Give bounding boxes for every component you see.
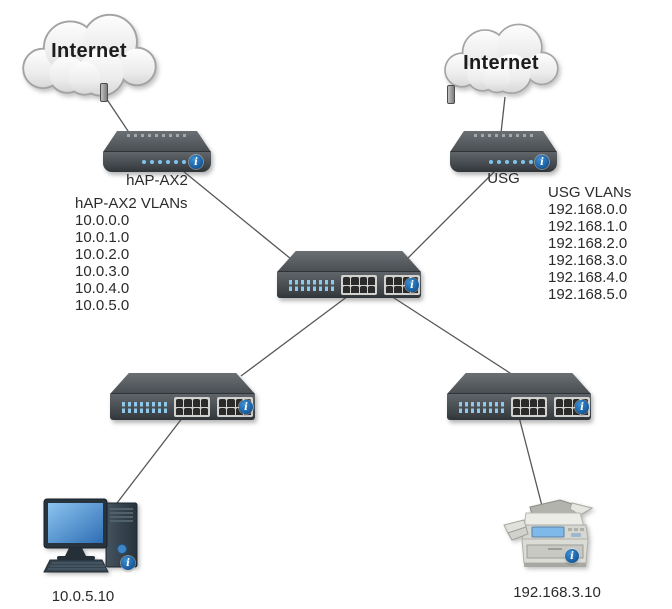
router-front-face: i <box>103 152 211 172</box>
internet-cloud-left[interactable]: Internet <box>16 12 162 106</box>
vlan-item: 192.168.4.0 <box>548 269 628 286</box>
router-top-face <box>450 131 557 152</box>
info-icon[interactable]: i <box>189 155 203 169</box>
link-usg-core-switch <box>406 170 496 260</box>
switch-front-face: i <box>110 394 255 420</box>
printer[interactable]: i <box>502 493 598 575</box>
switch-top-face <box>447 373 591 394</box>
cloud-label: Internet <box>51 40 127 62</box>
link-cloud-usg <box>500 96 506 134</box>
switch-access-right[interactable]: i <box>447 373 591 420</box>
vent-grille <box>473 134 534 137</box>
vlan-item: 192.168.3.0 <box>548 252 628 269</box>
switch-access-left[interactable]: i <box>110 373 255 420</box>
switch-front-face: i <box>447 394 591 420</box>
info-icon[interactable]: i <box>565 549 579 563</box>
router-label-hap-ax2: hAP-AX2 <box>126 172 188 189</box>
computer-label: 10.0.5.10 <box>51 588 115 605</box>
router-usg[interactable]: i <box>450 131 557 172</box>
internet-cloud-right[interactable]: Internet <box>436 22 566 102</box>
info-icon[interactable]: i <box>121 556 135 570</box>
port-bank <box>341 275 377 295</box>
antenna-icon <box>100 83 108 102</box>
vlan-item: 192.168.2.0 <box>548 235 628 252</box>
port-bank <box>511 397 547 417</box>
vlan-item: 10.0.5.0 <box>75 297 130 314</box>
switch-core[interactable]: i <box>277 251 421 298</box>
status-leds <box>122 401 167 413</box>
computer[interactable]: i <box>43 492 145 584</box>
printer-label: 192.168.3.10 <box>513 584 601 601</box>
vlan-title: USG VLANs <box>548 184 632 201</box>
vlan-title: hAP-AX2 VLANs <box>75 195 188 212</box>
vlan-list-hap-ax2: hAP-AX2 VLANs 10.0.0.0 10.0.1.0 10.0.2.0… <box>75 195 188 314</box>
antenna-icon <box>447 85 455 104</box>
link-cloud-hap <box>103 94 133 138</box>
link-core-left-switch <box>240 295 349 377</box>
link-core-right-switch <box>390 295 514 376</box>
vlan-item: 10.0.2.0 <box>75 246 130 263</box>
vlan-item: 10.0.4.0 <box>75 280 130 297</box>
vlan-item: 192.168.1.0 <box>548 218 628 235</box>
switch-front-face: i <box>277 272 421 298</box>
status-leds <box>289 279 334 291</box>
info-icon[interactable]: i <box>575 400 589 414</box>
switch-top-face <box>277 251 421 272</box>
info-icon[interactable]: i <box>405 278 419 292</box>
vent-grille <box>126 134 188 137</box>
vlan-list-usg: USG VLANs 192.168.0.0 192.168.1.0 192.16… <box>548 184 631 303</box>
port-bank <box>174 397 210 417</box>
link-right-switch-printer <box>518 416 543 507</box>
switch-top-face <box>110 373 255 394</box>
link-left-switch-computer <box>116 416 184 504</box>
vlan-item: 10.0.0.0 <box>75 212 130 229</box>
link-hap-core-switch <box>182 170 292 260</box>
info-icon[interactable]: i <box>535 155 549 169</box>
router-front-face: i <box>450 152 557 172</box>
info-icon[interactable]: i <box>239 400 253 414</box>
vlan-item: 10.0.1.0 <box>75 229 130 246</box>
router-hap-ax2[interactable]: i <box>103 131 211 172</box>
status-leds <box>459 401 504 413</box>
router-top-face <box>103 131 211 152</box>
status-leds <box>142 160 186 164</box>
cloud-label: Internet <box>463 52 539 74</box>
vlan-item: 10.0.3.0 <box>75 263 130 280</box>
vlan-item: 192.168.5.0 <box>548 286 628 303</box>
router-label-usg: USG <box>487 170 520 187</box>
vlan-item: 192.168.0.0 <box>548 201 628 218</box>
status-leds <box>489 160 533 164</box>
